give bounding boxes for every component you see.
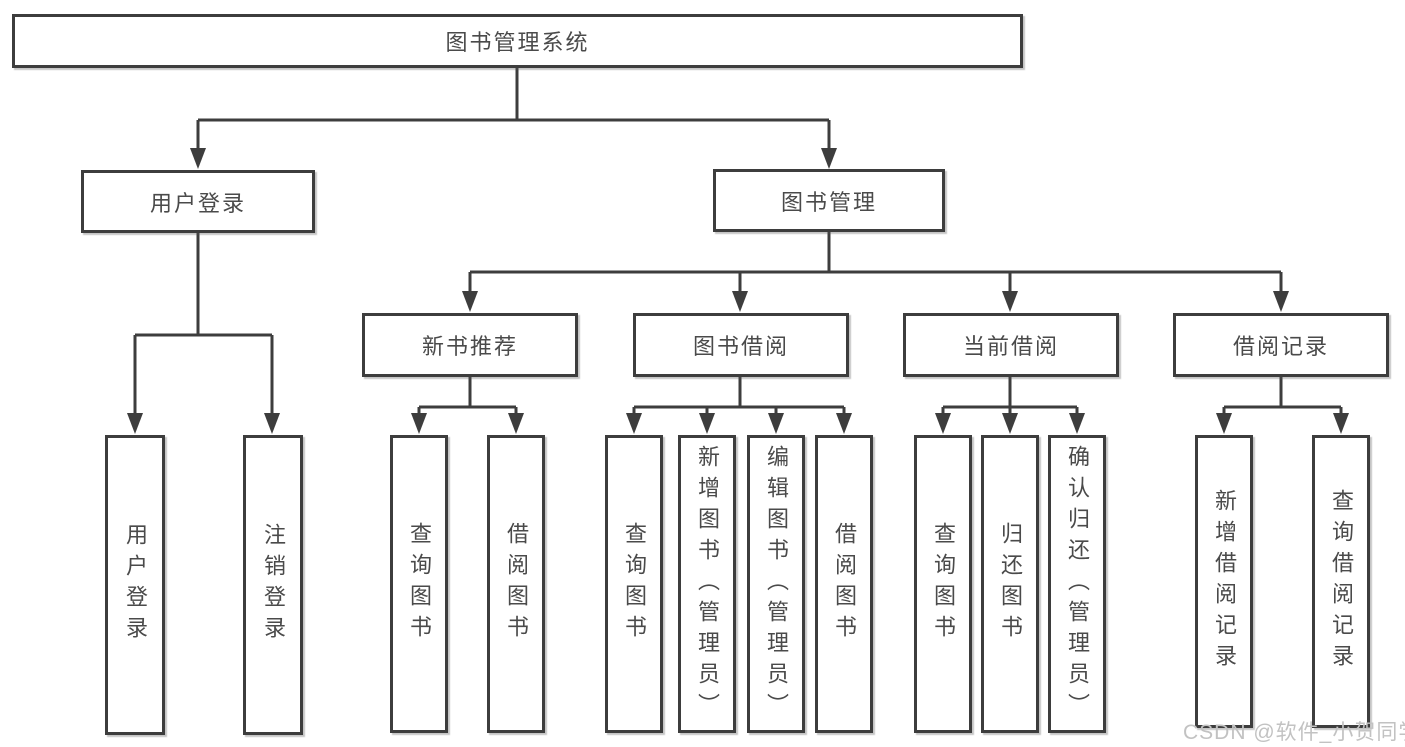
node-label: 借阅记录 [1232,334,1329,359]
leaf-records-add-borrow-record: 新增借阅记录 [1195,435,1253,728]
leaf-label: 查询图书 [407,522,432,646]
group-borrowing-connector [626,377,852,434]
node-label: 当前借阅 [962,334,1059,359]
root-connector [190,68,837,169]
leaf-current-query-books: 查询图书 [914,435,972,733]
leaf-current-confirm-return-admin: 确认归还（管理员） [1048,435,1106,733]
leaf-user-login: 用户登录 [105,435,165,735]
leaf-borrowing-borrow-books: 借阅图书 [815,435,873,733]
leaf-borrowing-query-books: 查询图书 [605,435,663,733]
leaf-label: 借阅图书 [832,522,857,646]
leaf-label: 查询图书 [931,522,956,646]
node-label: 用户登录 [149,190,246,216]
group-newbooks-connector [411,377,524,434]
leaf-label: 编辑图书（管理员） [764,444,789,724]
leaf-borrowing-add-books-admin: 新增图书（管理员） [678,435,736,733]
leaf-borrowing-edit-books-admin: 编辑图书（管理员） [747,435,805,733]
leaf-label: 新增图书（管理员） [695,444,720,724]
leaf-newbooks-borrow-books: 借阅图书 [487,435,545,733]
node-book-borrowing: 图书借阅 [633,313,849,377]
leaf-current-return-books: 归还图书 [981,435,1039,733]
leaf-label: 查询图书 [622,522,647,646]
node-current-borrowing: 当前借阅 [903,313,1119,377]
node-user-login: 用户登录 [81,170,315,233]
csdn-watermark: CSDN @软件_小贺同学 [1183,721,1405,744]
node-label: 图书借阅 [692,334,789,359]
group-records-connector [1216,377,1349,434]
leaf-label: 新增借阅记录 [1212,488,1237,675]
book-branch-connector [462,232,1289,312]
leaf-label: 查询借阅记录 [1329,488,1354,675]
leaf-records-query-borrow-record: 查询借阅记录 [1312,435,1370,728]
user-branch-connector [127,233,280,434]
node-library-management-system: 图书管理系统 [12,14,1023,68]
leaf-label: 借阅图书 [504,522,529,646]
leaf-label: 确认归还（管理员） [1065,444,1090,724]
leaf-label: 用户登录 [123,523,148,647]
node-label: 图书管理 [780,189,877,215]
group-current-connector [935,377,1085,434]
leaf-logout: 注销登录 [243,435,303,735]
leaf-label: 归还图书 [998,522,1023,646]
node-label: 图书管理系统 [445,30,590,55]
node-borrowing-records: 借阅记录 [1173,313,1389,377]
node-new-book-recommendation: 新书推荐 [362,313,578,377]
leaf-label: 注销登录 [261,523,286,647]
leaf-newbooks-query-books: 查询图书 [390,435,448,733]
node-book-management: 图书管理 [713,169,945,232]
node-label: 新书推荐 [421,334,518,359]
